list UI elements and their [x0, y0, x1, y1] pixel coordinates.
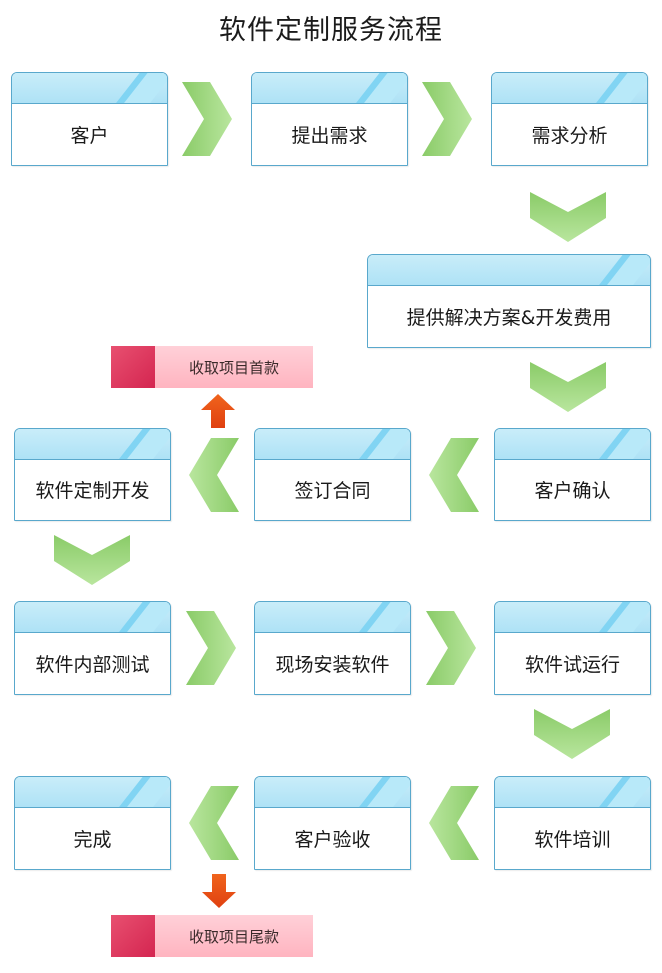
arrow-down-icon	[202, 874, 236, 908]
step-label: 软件定制开发	[35, 480, 150, 502]
step-box-trial-run: 软件试运行	[494, 601, 651, 695]
step-box-custom-development: 软件定制开发	[14, 428, 171, 521]
chevron-right-icon	[182, 82, 232, 156]
step-label: 现场安装软件	[275, 653, 390, 676]
step-box-internal-testing: 软件内部测试	[14, 601, 171, 695]
step-box-onsite-install: 现场安装软件	[254, 601, 411, 695]
payment-label: 收取项目尾款	[155, 915, 313, 957]
step-label: 软件培训	[534, 828, 611, 851]
step-label: 需求分析	[531, 124, 608, 147]
step-label: 软件试运行	[524, 653, 620, 676]
payment-box-first: 收取项目首款	[111, 346, 313, 388]
chevron-left-icon	[429, 786, 479, 860]
payment-marker	[111, 346, 155, 388]
payment-box-final: 收取项目尾款	[111, 915, 313, 957]
step-box-sign-contract: 签订合同	[254, 428, 411, 521]
step-header	[12, 73, 167, 104]
step-header	[492, 73, 647, 104]
chevron-left-icon	[429, 438, 479, 512]
step-box-requirements-analysis: 需求分析	[491, 72, 648, 166]
step-header	[255, 602, 410, 633]
step-header	[252, 73, 407, 104]
payment-marker	[111, 915, 155, 957]
step-box-solution-and-cost: 提供解决方案&开发费用	[367, 254, 651, 348]
step-box-training: 软件培训	[494, 776, 651, 870]
step-box-propose-requirements: 提出需求	[251, 72, 408, 166]
chevron-down-icon	[54, 535, 130, 585]
chevron-left-icon	[189, 438, 239, 512]
step-label: 客户验收	[294, 828, 371, 851]
step-header	[255, 777, 410, 808]
diagram-title: 软件定制服务流程	[219, 15, 443, 46]
step-header	[495, 429, 650, 460]
step-label: 软件内部测试	[35, 653, 150, 676]
step-label: 完成	[73, 828, 112, 851]
chevron-down-icon	[530, 192, 606, 242]
step-box-customer: 客户	[11, 72, 168, 166]
step-label: 客户确认	[534, 480, 611, 502]
step-header	[495, 602, 650, 633]
chevron-right-icon	[426, 611, 476, 685]
step-header	[15, 777, 170, 808]
step-header	[368, 255, 650, 286]
step-label: 提出需求	[291, 124, 368, 147]
chevron-right-icon	[186, 611, 236, 685]
chevron-down-icon	[530, 362, 606, 412]
step-label: 提供解决方案&开发费用	[406, 306, 612, 329]
step-label: 签订合同	[294, 480, 371, 502]
step-header	[15, 429, 170, 460]
chevron-right-icon	[422, 82, 472, 156]
step-header	[255, 429, 410, 460]
chevron-down-icon	[534, 709, 610, 759]
step-box-complete: 完成	[14, 776, 171, 870]
payment-label: 收取项目首款	[155, 346, 313, 388]
step-header	[15, 602, 170, 633]
arrow-up-icon	[201, 394, 235, 428]
step-label: 客户	[70, 124, 109, 147]
step-header	[495, 777, 650, 808]
chevron-left-icon	[189, 786, 239, 860]
step-box-customer-confirm: 客户确认	[494, 428, 651, 521]
step-box-customer-acceptance: 客户验收	[254, 776, 411, 870]
